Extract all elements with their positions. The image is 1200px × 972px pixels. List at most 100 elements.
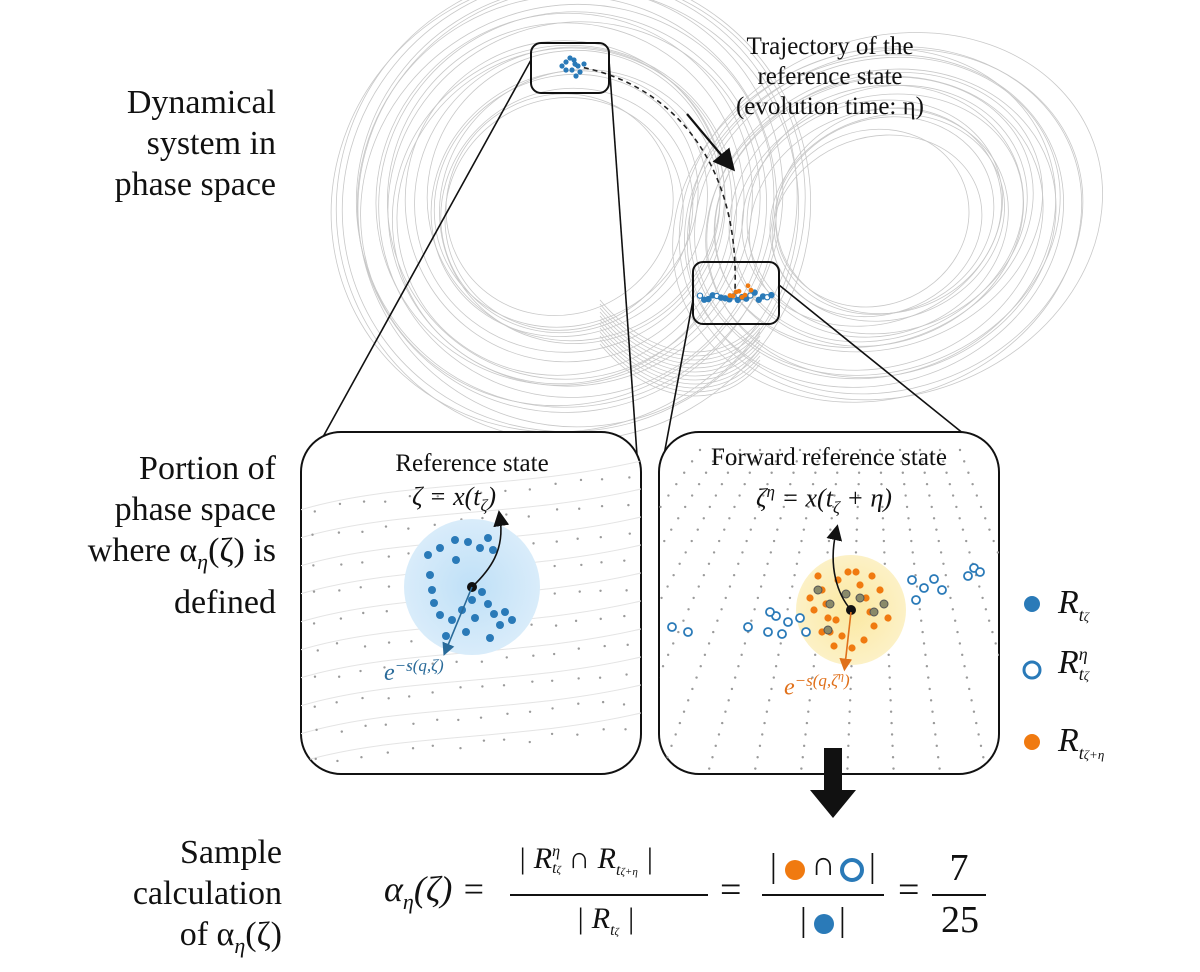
bg-dot (1081, 779, 1083, 781)
reference-neighbor-dot (428, 586, 436, 594)
radius-label-forward: e−s(q,ζη) (784, 668, 850, 702)
bg-dot (642, 574, 644, 576)
bg-dot (904, 494, 907, 497)
bg-dot (717, 539, 721, 543)
bg-dot (838, 448, 842, 452)
mini-dot (572, 61, 578, 67)
bg-dot (938, 448, 942, 452)
bg-dot (918, 608, 921, 611)
bg-dot (340, 730, 343, 733)
forward-open-dot (919, 583, 929, 593)
bg-dot (717, 733, 721, 736)
formula-sub-sub: ζ+η (620, 866, 638, 878)
bg-dot (935, 528, 938, 531)
bg-dot (338, 502, 342, 506)
bg-trajectory (301, 683, 641, 735)
bg-dot (690, 460, 694, 463)
mini-dot (768, 291, 775, 299)
bg-dot (1017, 722, 1019, 724)
bg-dot (813, 653, 817, 657)
bg-dot (677, 517, 680, 520)
bg-dot (939, 551, 943, 554)
mini-dot (569, 67, 575, 73)
attractor-lobe-link (599, 343, 761, 397)
formula-sub: tζ+η (616, 862, 638, 879)
bg-dot (707, 642, 711, 645)
bg-dot (663, 539, 666, 543)
attractor-loop (705, 75, 1044, 371)
formula-orange-dot (785, 860, 805, 880)
bg-dot (814, 471, 817, 474)
mini-dot (745, 283, 751, 289)
bg-dot (644, 528, 646, 530)
bg-dot (737, 665, 740, 668)
bg-dot (311, 533, 314, 536)
bg-dot (1030, 642, 1032, 644)
bg-dot (431, 662, 434, 665)
bg-dot (772, 676, 775, 679)
bg-dot (386, 751, 390, 754)
bg-dot (530, 623, 533, 626)
attractor-lobe-link (599, 319, 761, 373)
bg-dot (968, 687, 971, 691)
attractor-loop (769, 113, 1005, 322)
bg-dot (555, 508, 559, 511)
forward-open-dot (929, 574, 939, 584)
bg-dot (979, 505, 983, 509)
bg-dot (934, 733, 937, 736)
bg-dot (812, 665, 815, 668)
eq-part: e (784, 674, 795, 701)
bg-dot (384, 525, 388, 528)
bg-dot (1021, 733, 1023, 735)
bg-dot (733, 505, 736, 509)
reference-neighbor-dot (501, 608, 509, 616)
bg-dot (944, 573, 947, 577)
bg-dot (928, 687, 931, 691)
bg-dot (531, 680, 534, 683)
bg-dot (577, 702, 580, 705)
formula-part: | (618, 902, 635, 935)
attractor-loop (444, 97, 684, 331)
bg-dot (387, 641, 391, 644)
bg-dot (958, 642, 962, 645)
bg-dot (336, 759, 339, 763)
bg-dot (697, 585, 700, 588)
reference-neighbor-dot (478, 588, 486, 596)
bg-dot (912, 562, 916, 565)
bg-dot (757, 505, 761, 509)
bg-dot (765, 710, 769, 713)
bg-dot (724, 710, 727, 713)
bg-dot (677, 630, 680, 634)
reference-neighbor-dot (464, 538, 472, 546)
reference-neighbor-dot (508, 616, 516, 624)
label-line: phase space (114, 491, 276, 528)
bg-dot (951, 494, 955, 497)
bg-dot (763, 573, 766, 577)
bg-dot (804, 517, 808, 520)
attractor-loop (678, 32, 1103, 401)
bg-dot (925, 665, 929, 668)
bg-dot (648, 619, 650, 621)
bg-dot (857, 471, 861, 474)
bg-dot (335, 642, 339, 645)
bg-dot (925, 482, 929, 486)
attractor-loop (404, 40, 726, 363)
legend-symbol: R (1058, 644, 1079, 681)
bg-dot (670, 528, 673, 531)
label-line: system in (146, 125, 276, 162)
bg-dot (929, 699, 933, 702)
bg-dot (789, 482, 792, 486)
bg-dot (953, 619, 957, 622)
bg-dot (674, 733, 677, 736)
mini-dot (567, 55, 573, 61)
bg-dot (958, 448, 962, 452)
bg-dot (888, 687, 892, 691)
bg-dot (672, 642, 675, 645)
bg-dot (905, 505, 909, 509)
bg-dot (942, 562, 945, 565)
label-sub: η (234, 932, 246, 958)
legend-sub: tζ (1079, 664, 1089, 686)
mini-dot (581, 61, 587, 67)
bg-dot (408, 695, 411, 698)
